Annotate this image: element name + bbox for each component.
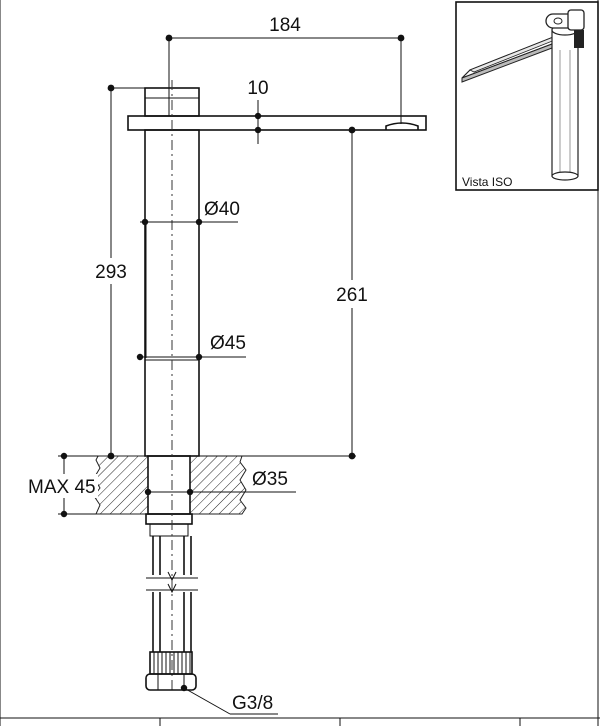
dimension-label-diameter-40: Ø40 [204,199,240,220]
dimension-max-deck: MAX 45 [26,452,98,518]
callout-label-g38: G3/8 [232,693,273,714]
iso-faucet-illustration [461,9,585,181]
dimension-diameter-40: Ø40 [140,199,240,226]
dimension-label-diameter-35: Ø35 [252,469,288,490]
dimension-label-max-45: MAX 45 [28,477,96,498]
dimension-total-height: 293 [94,84,145,460]
dimension-label-293: 293 [95,262,127,283]
callout-connection: G3/8 [180,684,278,715]
iso-view-label: Vista ISO [462,175,512,189]
dimension-label-184: 184 [269,15,301,36]
dimension-label-10: 10 [247,78,268,99]
dimension-diameter-45: Ø45 [136,333,246,361]
deck-section [93,455,247,515]
iso-view-panel: Vista ISO [455,1,599,191]
dimension-spout-length: 184 [165,15,405,124]
dimension-spout-height: 261 [199,126,370,460]
dimension-spout-thickness: 10 [247,78,269,144]
dimension-label-261: 261 [336,285,368,306]
faucet-body [127,80,427,690]
dimension-diameter-35: Ø35 [144,464,296,496]
dimension-label-diameter-45: Ø45 [210,333,246,354]
